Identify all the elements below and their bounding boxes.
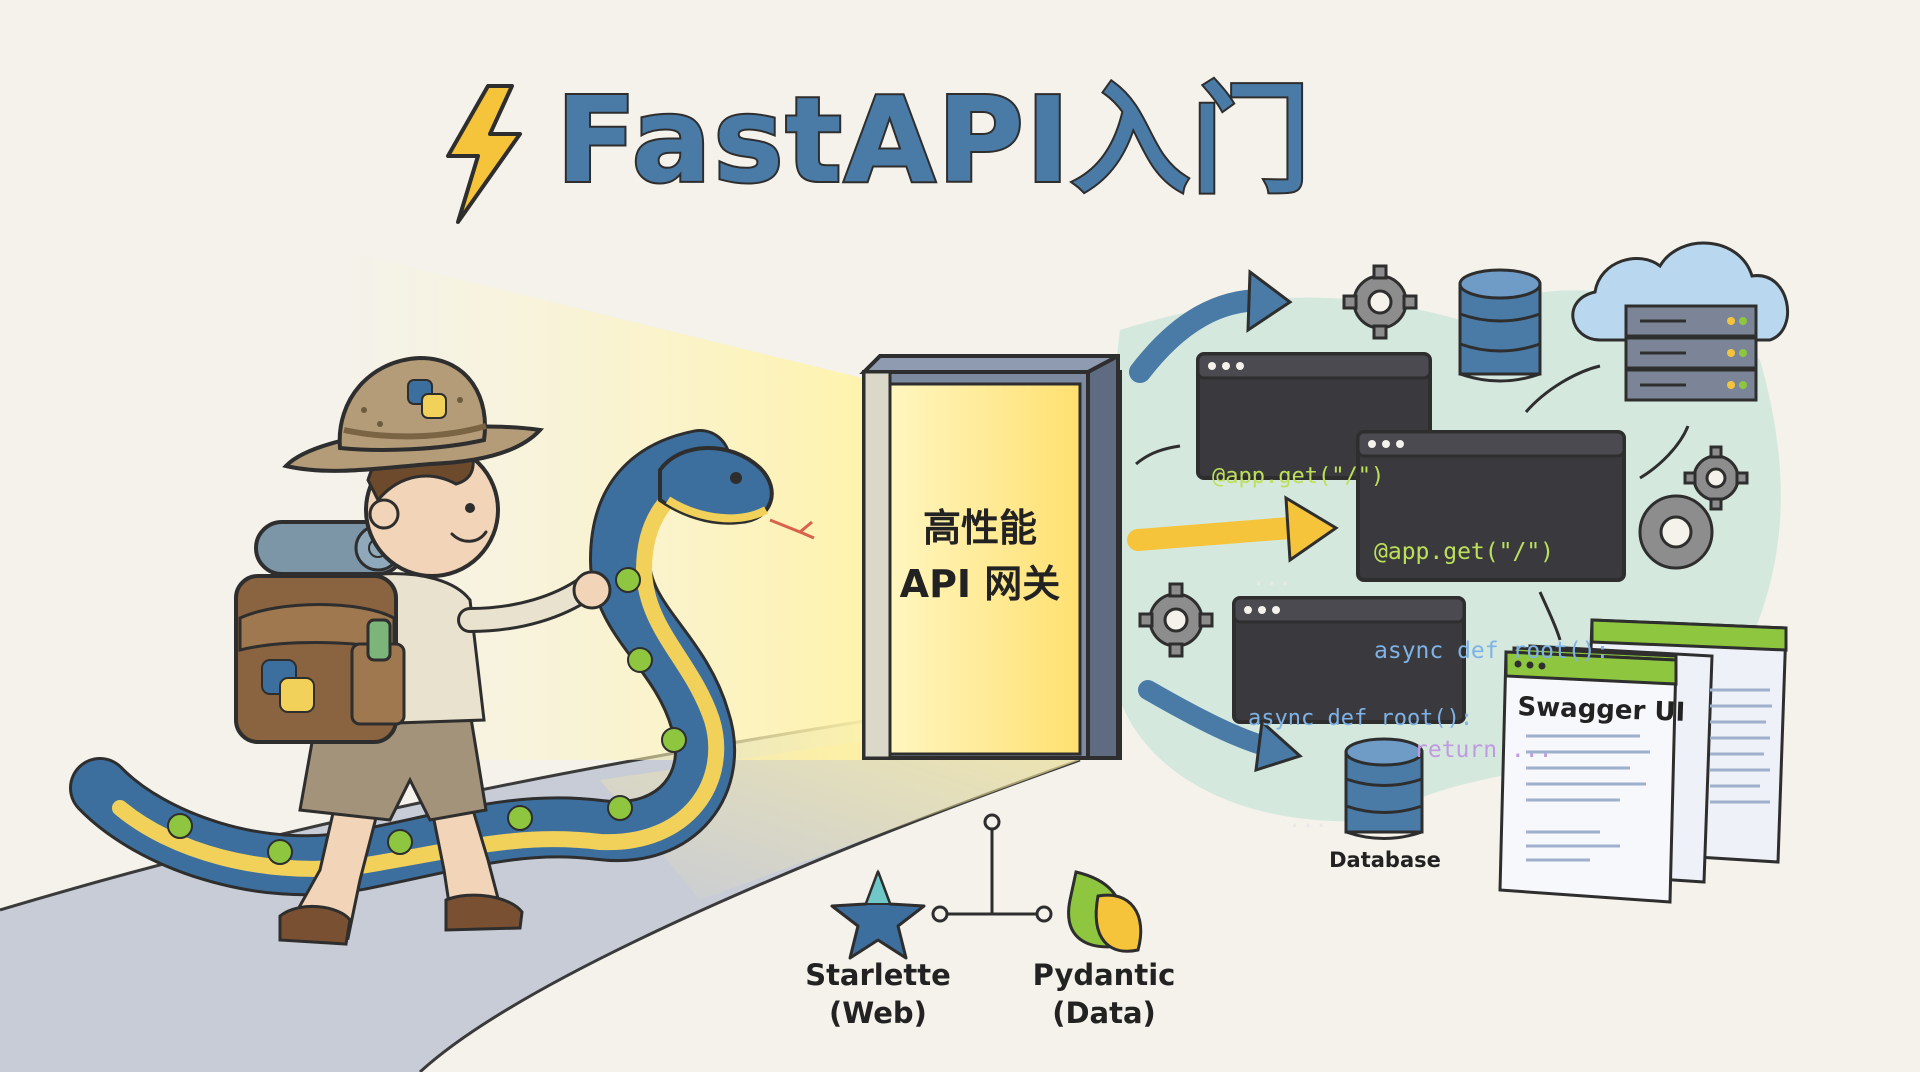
gateway-label-line1: 高性能: [922, 506, 1037, 550]
code-window-1-text: @app.get("/") ...: [1212, 392, 1384, 630]
code-window-3-text: async def root(): ...: [1248, 634, 1473, 872]
code-line: @app.get("/"): [1212, 464, 1385, 489]
gateway-label-line2: API 网关: [899, 562, 1061, 606]
dependency-pydantic: Pydantic (Data): [1024, 956, 1184, 1032]
code-window-2-text: @app.get("/") async def root(): return .…: [1374, 470, 1609, 800]
code-line: return ...: [1414, 737, 1553, 763]
lightning-bolt-icon: [446, 84, 522, 224]
arrow-icon: [1127, 517, 1301, 551]
gear-icon: [1138, 582, 1214, 658]
swagger-label: Swagger UI: [1516, 692, 1686, 728]
gateway-door: [859, 354, 1122, 760]
code-line: async def root():: [1248, 706, 1474, 731]
cloud-server-icon: [1571, 241, 1790, 402]
code-line: ...: [1288, 808, 1328, 833]
gear-icon: [1342, 264, 1418, 340]
code-window: [1232, 596, 1466, 724]
starlette-star-icon: [830, 870, 926, 960]
gateway-label: 高性能 API 网关: [880, 500, 1080, 612]
explorer-character: [234, 355, 612, 946]
dependency-role: (Web): [829, 996, 927, 1030]
code-window: [1356, 430, 1626, 582]
python-snake: [69, 429, 815, 897]
dependency-role: (Data): [1052, 996, 1156, 1030]
dependency-connector: [931, 813, 1053, 923]
code-line: ...: [1252, 566, 1292, 591]
database-label: Database: [1329, 848, 1441, 872]
dependency-starlette: Starlette (Web): [798, 956, 958, 1032]
dependency-name: Pydantic: [1032, 958, 1176, 992]
code-line: @app.get("/"): [1374, 539, 1555, 565]
database-icon: [1344, 737, 1424, 840]
pydantic-leaf-icon: [1067, 870, 1143, 953]
swagger-docs: [1498, 618, 1788, 904]
dependency-name: Starlette: [805, 958, 951, 992]
database-icon: [1458, 268, 1542, 383]
gear-icon: [1638, 494, 1714, 570]
code-line: async def root():: [1374, 638, 1610, 664]
page-title: FastAPI入门: [554, 69, 1312, 211]
gear-icon: [1683, 445, 1749, 511]
